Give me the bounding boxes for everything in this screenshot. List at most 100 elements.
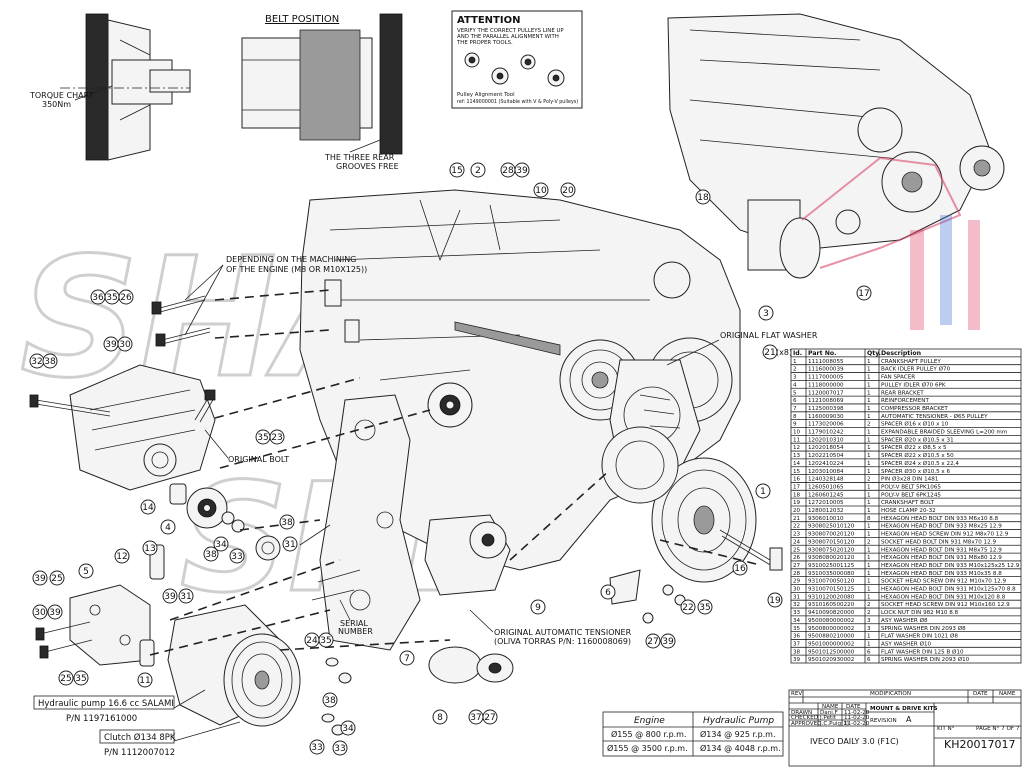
balloon-number: 32 xyxy=(31,357,42,367)
balloon-34: 34 xyxy=(340,720,356,736)
bom-cell: 9308070020120 xyxy=(808,532,855,538)
balloon-circle xyxy=(118,289,134,305)
balloon-5: 5 xyxy=(78,563,94,579)
bom-cell: 1179010242 xyxy=(808,430,844,436)
serial-number-line1: SERIAL xyxy=(340,619,369,628)
bom-cell: 1125000398 xyxy=(808,406,844,412)
balloon-number: 30 xyxy=(34,608,46,618)
balloon-17: 17 xyxy=(856,285,872,301)
bom-cell: 9501000000002 xyxy=(808,641,854,647)
bom-cell: CRANKSHAFT PULLEY xyxy=(881,359,941,365)
balloon-circle xyxy=(73,670,89,686)
bom-cell: COMPRESSOR BRACKET xyxy=(881,406,948,412)
bom-cell: 1 xyxy=(867,430,871,436)
balloon-number: 14 xyxy=(142,503,154,513)
balloon-number: 35 xyxy=(106,293,117,303)
balloon-circle xyxy=(318,632,334,648)
bom-cell: 9308075020120 xyxy=(808,547,855,553)
balloon-number: 35 xyxy=(699,603,710,613)
bom-cell: 1 xyxy=(867,390,871,396)
bom-cell: 9501020930002 xyxy=(808,657,854,663)
balloon-circle xyxy=(142,540,158,556)
balloon-33: 33 xyxy=(332,740,348,756)
leader-lines xyxy=(173,264,720,742)
balloon-number: 38 xyxy=(324,696,336,706)
bom-cell: 1 xyxy=(867,579,871,585)
bom-cell: 1 xyxy=(867,532,871,538)
balloon-4: 4 xyxy=(160,519,176,535)
bom-cell: HEXAGON HEAD BOLT DIN 933 M6x10 8.8 xyxy=(881,516,999,522)
balloon-number: 38 xyxy=(44,357,56,367)
bom-cell: 2 xyxy=(867,602,871,608)
balloon-number: 3 xyxy=(763,309,769,319)
bom-cell: 39 xyxy=(793,657,801,663)
bom-cell: 12 xyxy=(793,445,800,451)
bom-cell: 11 xyxy=(793,437,801,443)
balloon-30: 30 xyxy=(32,604,48,620)
bom-cell: 9310120020080 xyxy=(808,594,855,600)
bom-cell: 2 xyxy=(867,422,871,428)
bom-cell: 1240328148 xyxy=(808,477,844,483)
bom-cell: AUTOMATIC TENSIONER - Ø65 PULLEY xyxy=(881,413,988,420)
bom-cell: 2 xyxy=(867,610,871,616)
balloon-circle xyxy=(732,560,748,576)
bom-cell: 1 xyxy=(867,359,871,365)
balloon-number: 13 xyxy=(144,544,155,554)
machining-note-line1: DEPENDING ON THE MACHINING xyxy=(226,255,356,264)
bom-cell: 1202410224 xyxy=(808,461,844,467)
balloon-2: 2 xyxy=(470,162,486,178)
bom-cell: 6 xyxy=(793,398,797,404)
bom-cell: 25 xyxy=(793,547,801,553)
vehicle-label: IVECO DAILY 3.0 (F1C) xyxy=(810,737,899,746)
bom-cell: 1 xyxy=(867,547,871,553)
bom-cell: 35 xyxy=(793,626,801,632)
balloon-number: 27 xyxy=(484,713,495,723)
bom-cell: 1202210504 xyxy=(808,453,844,459)
balloon-25: 25 xyxy=(58,670,74,686)
balloon-33: 33 xyxy=(309,739,325,755)
machining-note-line2: OF THE ENGINE (M8 OR M10X125)) xyxy=(226,265,367,274)
balloon-number: 39 xyxy=(516,166,528,176)
bom-cell: HEXAGON HEAD BOLT DIN 933 M10x35 8.8 xyxy=(881,571,1002,577)
bom-cell: 1 xyxy=(867,382,871,388)
bom-cell: 9308080020120 xyxy=(808,555,855,561)
rpm-cell: Ø134 @ 925 r.p.m. xyxy=(700,729,776,739)
balloon-circle xyxy=(42,353,58,369)
balloon-circle xyxy=(762,344,778,360)
balloon-circle xyxy=(162,588,178,604)
bom-cell: 1 xyxy=(867,524,871,530)
bom-cell: SPRING WASHER DIN 2093 Ø8 xyxy=(881,625,966,632)
kit-number: KH20017017 xyxy=(944,738,1015,751)
bom-cell: 2 xyxy=(867,477,871,483)
checked-name: J.Petit xyxy=(819,715,837,721)
checked-label: CHECKED xyxy=(791,715,818,721)
pulley-section-view xyxy=(60,13,191,161)
bom-cell: 38 xyxy=(793,649,801,655)
bom-cell: ASY WASHER Ø8 xyxy=(881,617,928,624)
bom-cell: 15 xyxy=(793,469,801,475)
item-21-quantity: (x8) xyxy=(776,348,792,357)
bom-cell: 3 xyxy=(867,618,871,624)
revision-value: A xyxy=(906,715,912,724)
balloon-number: 30 xyxy=(119,340,131,350)
balloon-number: 7 xyxy=(404,654,410,664)
hydraulic-pump-label: Hydraulic pump 16.6 cc SALAMI P/N 119716… xyxy=(33,695,175,724)
bom-cell: SPACER Ø24 x Ø10,5 x 22,4 xyxy=(881,460,959,467)
balloon-35: 35 xyxy=(255,429,271,445)
bom-cell: 1 xyxy=(867,492,871,498)
idler-pulley-upper xyxy=(427,382,473,428)
balloon-35: 35 xyxy=(697,599,713,615)
